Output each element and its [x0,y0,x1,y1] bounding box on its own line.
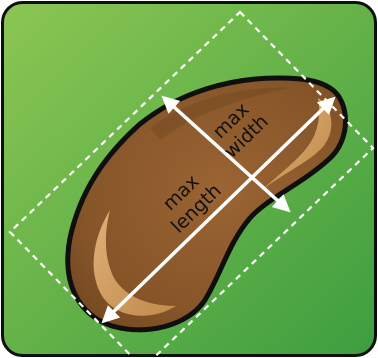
max-width-arrow [161,95,291,213]
